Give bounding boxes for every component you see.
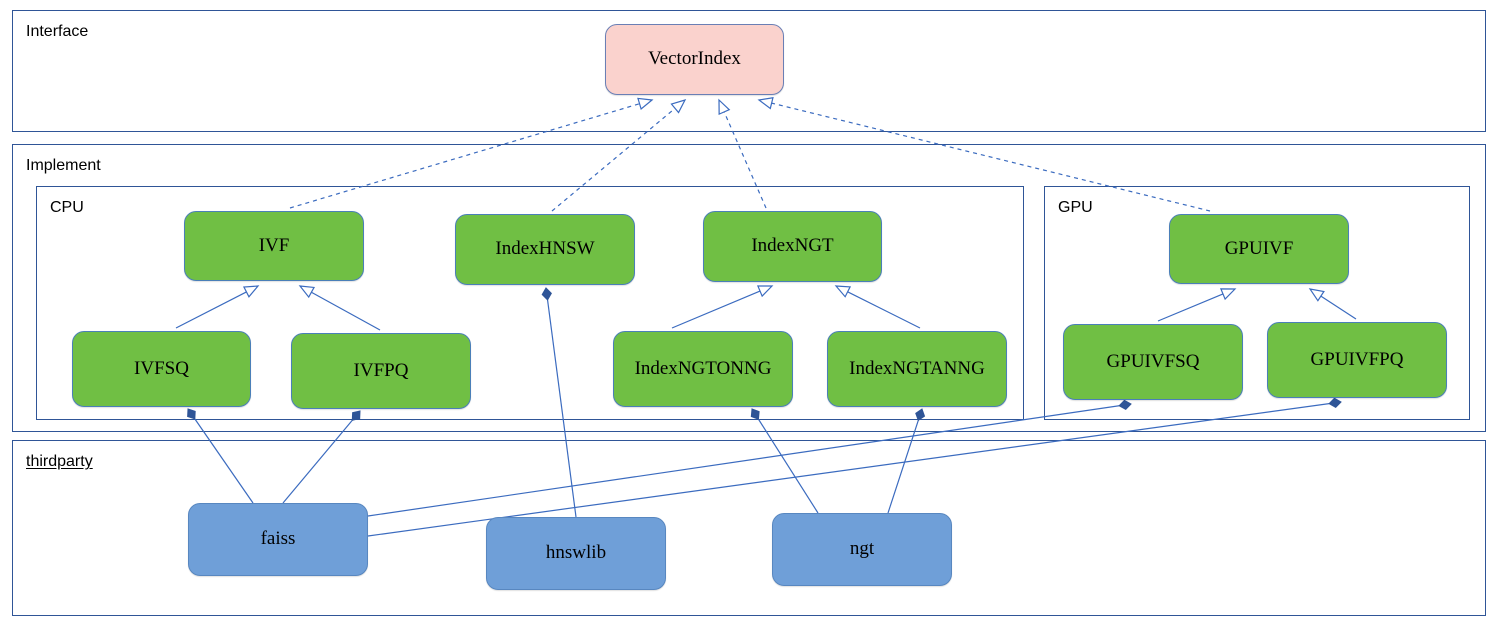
node-label: IndexNGTONNG: [634, 357, 772, 379]
node-hnswlib[interactable]: hnswlib: [486, 517, 666, 590]
node-label: faiss: [260, 528, 296, 550]
node-label: IVF: [258, 234, 290, 256]
node-label: IndexNGT: [751, 235, 834, 257]
node-gpuivf[interactable]: GPUIVF: [1169, 214, 1349, 284]
spellcheck-squiggle-icon: [26, 472, 93, 477]
node-label: IVFSQ: [134, 357, 189, 379]
node-ivfsq[interactable]: IVFSQ: [72, 331, 251, 407]
node-indexngt[interactable]: IndexNGT: [703, 211, 882, 282]
node-gpuivfpq[interactable]: GPUIVFPQ: [1267, 322, 1447, 398]
container-label-implement: Implement: [26, 157, 101, 174]
node-indexhnsw[interactable]: IndexHNSW: [455, 214, 635, 285]
node-indexngtonng[interactable]: IndexNGTONNG: [613, 331, 793, 407]
node-ngt[interactable]: ngt: [772, 513, 952, 586]
node-label: IndexHNSW: [495, 238, 595, 260]
node-label: GPUIVF: [1224, 237, 1294, 259]
node-label: ngt: [849, 538, 875, 560]
container-label-interface: Interface: [26, 23, 89, 40]
node-gpuivfsq[interactable]: GPUIVFSQ: [1063, 324, 1243, 400]
node-indexngtanng[interactable]: IndexNGTANNG: [827, 331, 1007, 407]
container-label-gpu: GPU: [1058, 199, 1093, 216]
node-vectorindex[interactable]: VectorIndex: [605, 24, 784, 95]
node-faiss[interactable]: faiss: [188, 503, 368, 576]
node-label: IndexNGTANNG: [849, 357, 985, 379]
container-label-cpu: CPU: [50, 199, 84, 216]
node-ivfpq[interactable]: IVFPQ: [291, 333, 471, 409]
node-ivf[interactable]: IVF: [184, 211, 364, 281]
node-label: GPUIVFPQ: [1310, 348, 1404, 370]
node-label: VectorIndex: [648, 48, 741, 70]
container-label-thirdparty: thirdparty: [26, 454, 93, 470]
node-label: GPUIVFSQ: [1106, 350, 1200, 372]
node-label: hnswlib: [545, 542, 607, 564]
node-label: IVFPQ: [353, 359, 409, 381]
